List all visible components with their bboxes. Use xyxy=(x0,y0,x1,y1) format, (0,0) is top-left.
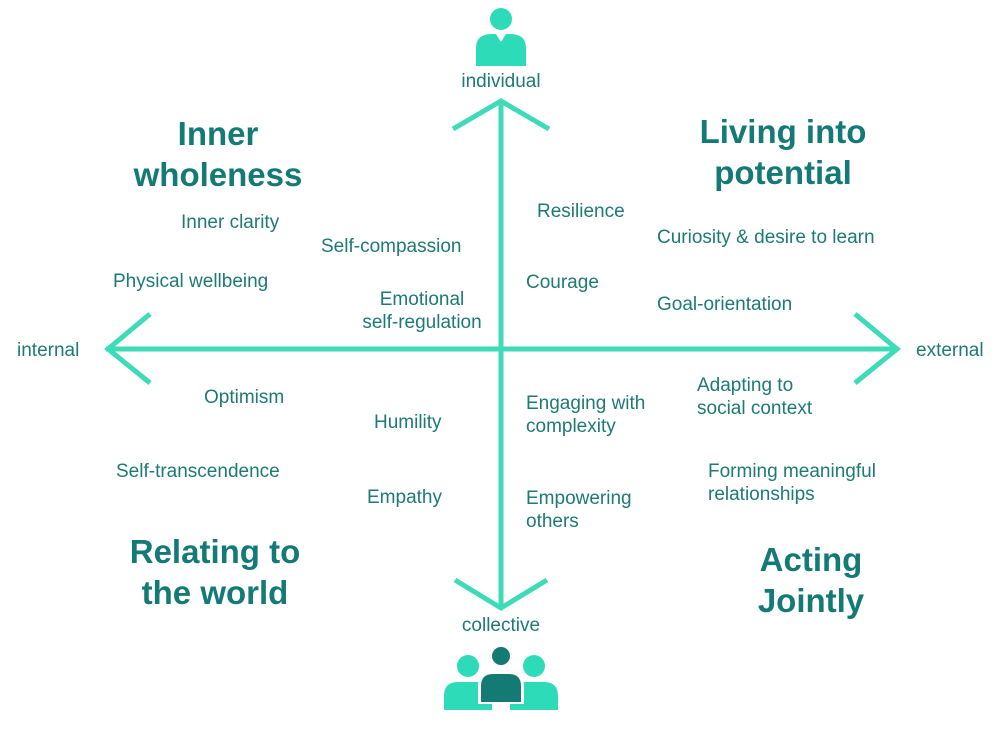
item-goal-orientation: Goal-orientation xyxy=(657,294,793,315)
item-physical-wellbeing: Physical wellbeing xyxy=(113,271,269,292)
item-adapting-to-social-context: Adapting to social context xyxy=(697,375,813,419)
item-courage: Courage xyxy=(526,272,599,293)
item-inner-clarity: Inner clarity xyxy=(181,212,280,233)
item-humility: Humility xyxy=(374,412,442,433)
axis-label-external: external xyxy=(916,340,984,361)
item-optimism: Optimism xyxy=(204,387,285,408)
item-empowering-others: Empowering others xyxy=(526,488,632,532)
item-curiosity: Curiosity & desire to learn xyxy=(657,227,875,248)
item-self-compassion: Self-compassion xyxy=(321,236,462,257)
quadrant-title-acting-jointly: Acting Jointly xyxy=(757,541,865,619)
arrowhead-up xyxy=(451,98,551,132)
axis-label-individual: individual xyxy=(461,71,541,92)
item-engaging-with-complexity: Engaging with complexity xyxy=(526,393,646,437)
item-resilience: Resilience xyxy=(537,201,625,222)
item-self-transcendence: Self-transcendence xyxy=(116,461,280,482)
quadrant-title-relating-to-the-world: Relating to the world xyxy=(129,533,301,611)
arrowhead-down xyxy=(453,577,549,611)
item-empathy: Empathy xyxy=(367,487,442,508)
quadrant-title-living-into-potential: Living into potential xyxy=(699,113,867,191)
axis-label-internal: internal xyxy=(17,340,80,361)
group-icon xyxy=(444,645,558,710)
person-icon xyxy=(476,8,526,66)
axis-label-collective: collective xyxy=(461,615,541,636)
item-forming-meaningful-relationships: Forming meaningful relationships xyxy=(708,461,876,505)
quadrant-title-inner-wholeness: Inner wholeness xyxy=(133,115,303,193)
arrowhead-left xyxy=(104,312,152,385)
item-emotional-self-regulation: Emotional self-regulation xyxy=(362,289,482,333)
arrowhead-right xyxy=(853,312,901,385)
